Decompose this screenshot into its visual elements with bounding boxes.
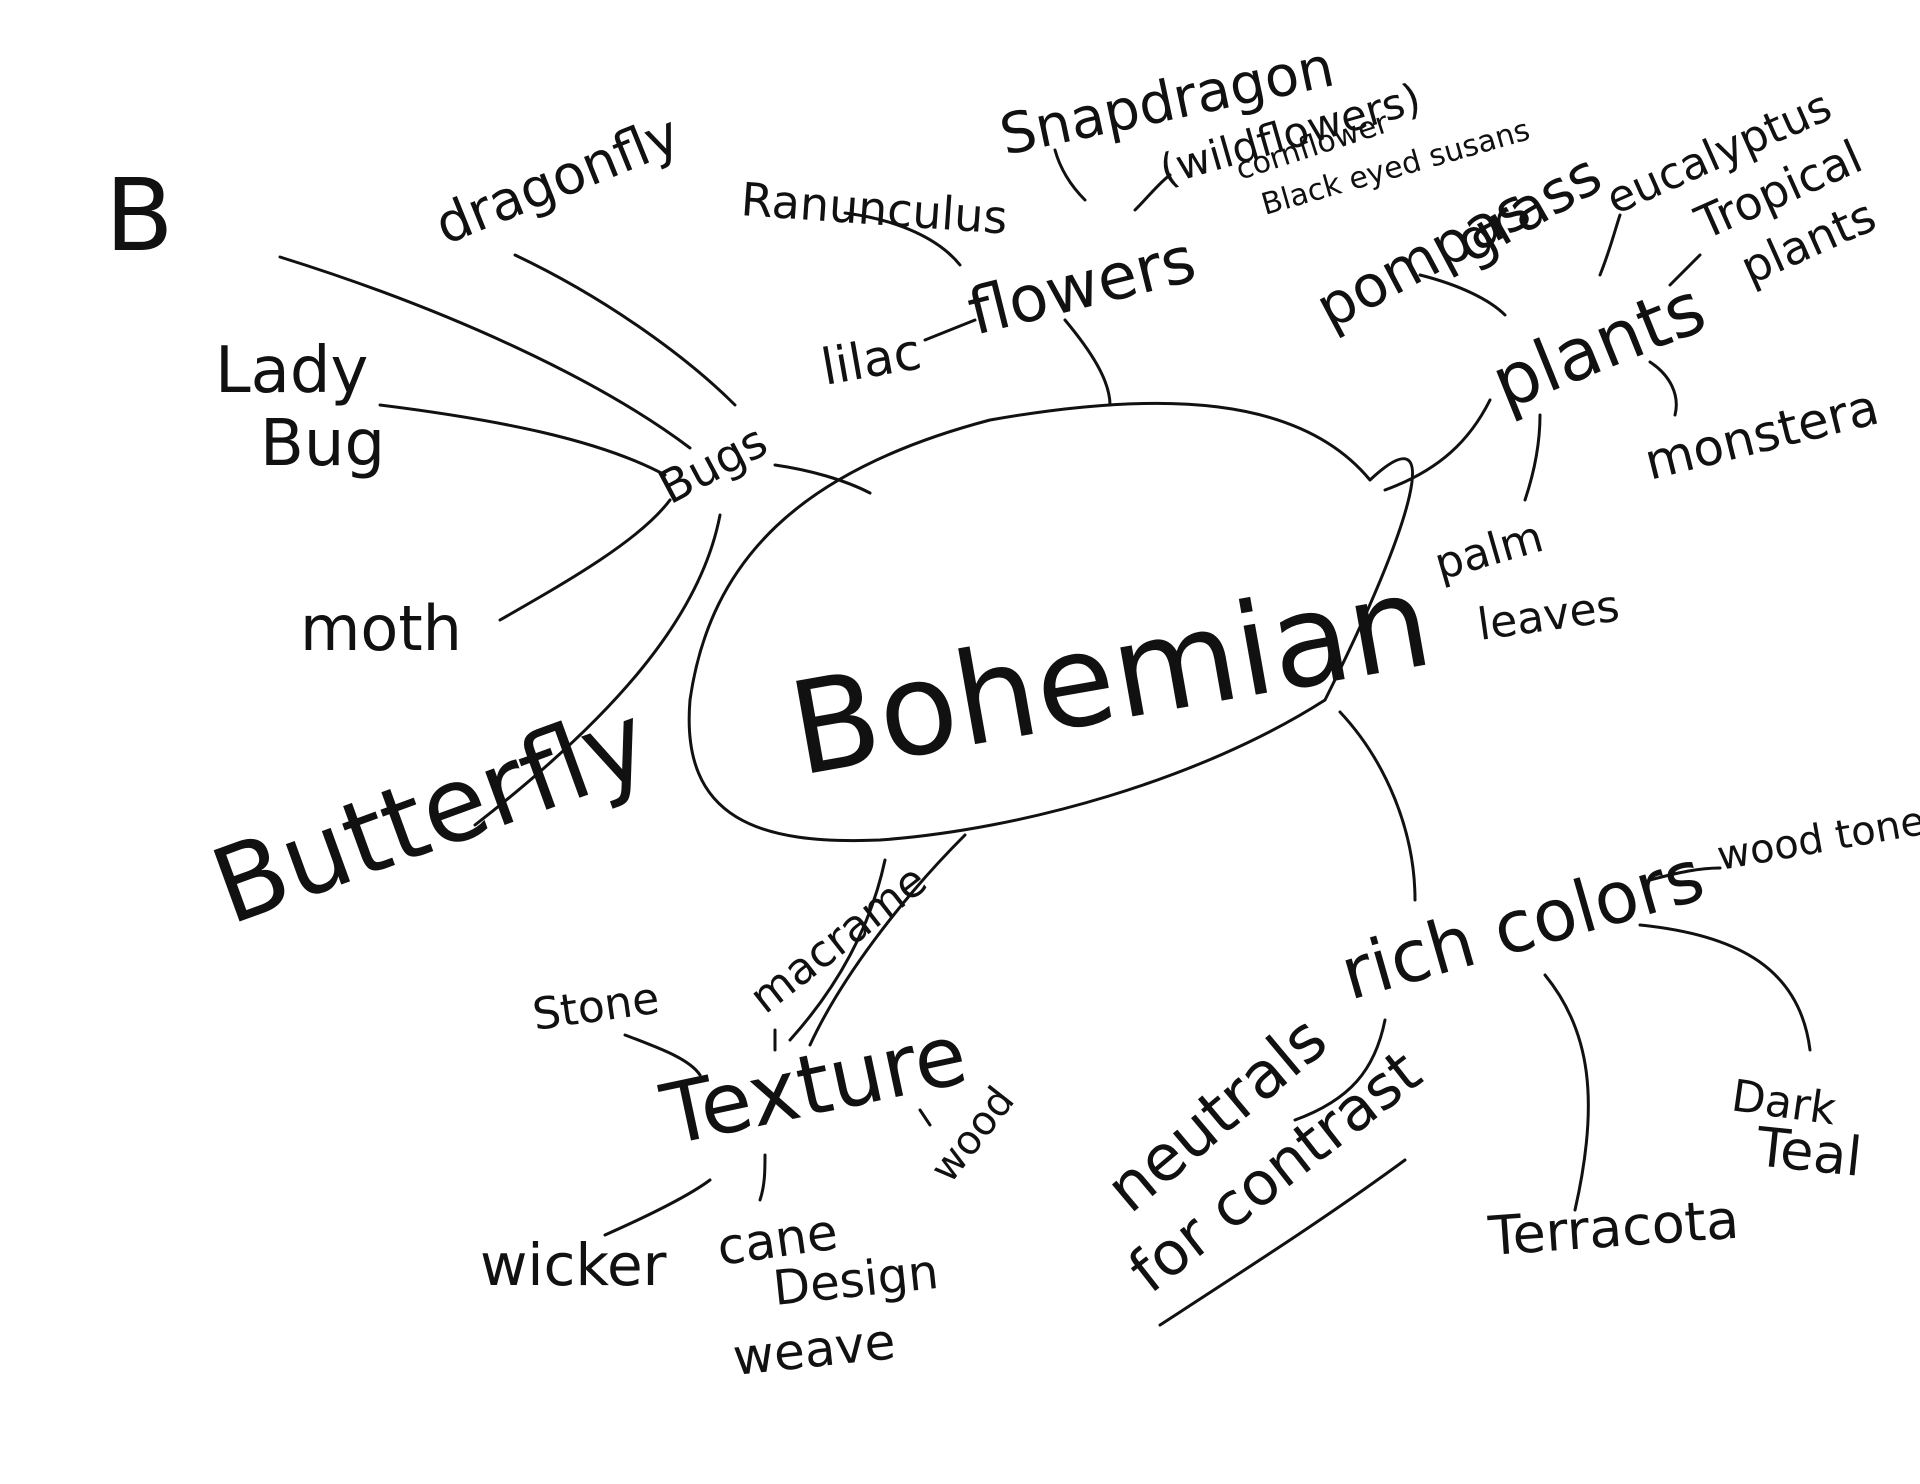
leaf-wood-tones: wood tones (1714, 794, 1920, 879)
leaf-stone: Stone (529, 973, 662, 1041)
leaf-lilac: lilac (817, 322, 925, 396)
center-label: Bohemian (780, 547, 1442, 806)
leaf-palm: palm (1429, 511, 1549, 590)
leaf-macrame: macrame (740, 855, 936, 1024)
branch-label-plants: plants (1480, 265, 1717, 426)
branch-flowers: flowers Snapdragon Ranunculus (wildflowe… (739, 35, 1533, 397)
leaf-lady: Lady (215, 334, 368, 408)
leaf-b: B (105, 157, 174, 274)
branch-texture: Texture macrame Stone wood wicker cane D… (480, 855, 1024, 1387)
leaf-dragonfly: dragonfly (426, 102, 688, 257)
leaf-weave: weave (730, 1312, 898, 1387)
leaf-bug: Bug (260, 407, 385, 481)
branch-label-bugs: Bugs (650, 414, 776, 515)
leaf-wicker: wicker (480, 1231, 667, 1299)
leaf-terracota: Terracota (1486, 1188, 1741, 1268)
leaf-moth: moth (300, 592, 462, 665)
leaf-butterfly: Butterfly (197, 679, 664, 948)
branch-label-rich-colors: rich colors (1332, 833, 1713, 1016)
leaf-leaves: leaves (1474, 581, 1622, 651)
branch-label-texture: Texture (653, 1005, 975, 1165)
leaf-teal: Teal (1753, 1115, 1865, 1189)
branch-bugs: Bugs B dragonfly Lady Bug moth Butterfly (105, 102, 776, 948)
branch-rich-colors: rich colors wood tones neutrals for cont… (1093, 794, 1920, 1306)
leaf-ranunculus: Ranunculus (739, 172, 1009, 244)
connector-lines (278, 148, 1812, 1327)
center-bubble (687, 401, 1414, 843)
